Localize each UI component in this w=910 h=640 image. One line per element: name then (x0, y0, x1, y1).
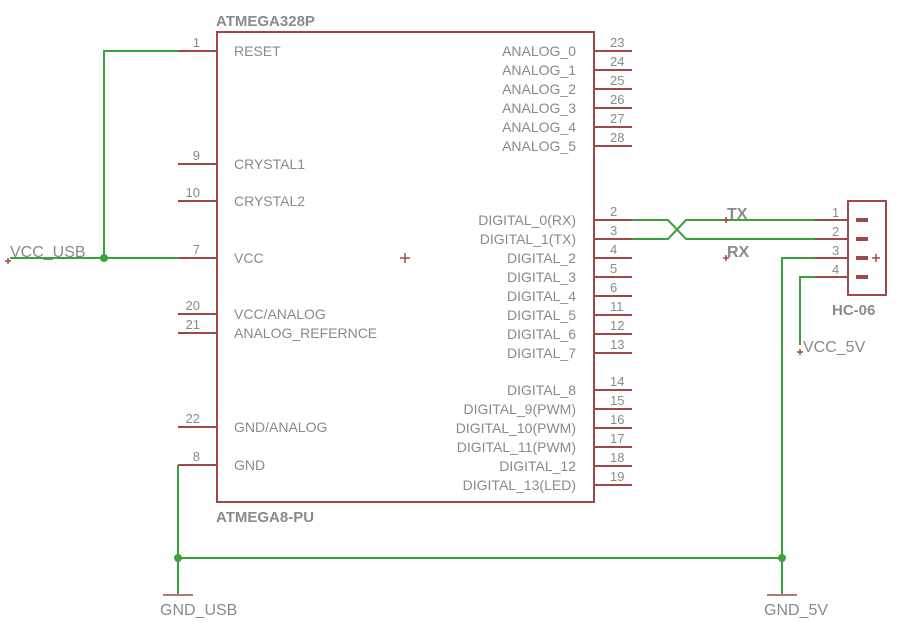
hc06-name: HC-06 (832, 302, 875, 319)
left-pin-number: 22 (186, 411, 200, 426)
junction-vcc (100, 254, 108, 262)
right-pin-number: 28 (610, 130, 624, 145)
net-gnd-usb: GND_USB (160, 602, 237, 619)
right-pin-label: DIGITAL_7 (507, 345, 576, 361)
right-pin-label: ANALOG_3 (502, 100, 576, 116)
right-pin-number: 19 (610, 469, 624, 484)
net-rx: RX (727, 244, 750, 261)
right-pin-label: ANALOG_4 (502, 119, 576, 135)
left-pin-label: GND/ANALOG (234, 419, 327, 435)
right-pin-number: 26 (610, 92, 624, 107)
right-pin-number: 3 (610, 223, 617, 238)
right-pin-number: 17 (610, 431, 624, 446)
right-pin-label: DIGITAL_5 (507, 307, 576, 323)
right-pin-number: 11 (610, 299, 624, 314)
chip-value: ATMEGA8-PU (216, 509, 314, 526)
hc06-pins: 1 2 3 4 (815, 205, 868, 279)
right-pin-label: DIGITAL_6 (507, 326, 576, 342)
right-pin-label: DIGITAL_10(PWM) (456, 420, 576, 436)
left-pin-label: VCC (234, 250, 264, 266)
chip-name: ATMEGA328P (216, 13, 315, 30)
wire-tx-cross (632, 219, 846, 240)
right-pin-label: DIGITAL_12 (499, 458, 576, 474)
right-pin-label: ANALOG_0 (502, 43, 576, 59)
right-pin-label: DIGITAL_0(RX) (478, 212, 576, 228)
right-pin-label: DIGITAL_11(PWM) (457, 439, 576, 455)
right-pin-number: 4 (610, 242, 617, 257)
left-pin-number: 7 (193, 242, 200, 257)
right-pin-label: DIGITAL_3 (507, 269, 576, 285)
right-pin-label: DIGITAL_1(TX) (480, 231, 576, 247)
right-pin-label: ANALOG_5 (502, 138, 576, 154)
junction-gnd-usb (174, 554, 182, 562)
right-pin-label: DIGITAL_4 (507, 288, 576, 304)
right-pin-number: 24 (610, 54, 624, 69)
left-pin-label: CRYSTAL1 (234, 156, 305, 172)
right-pin-number: 2 (610, 204, 617, 219)
left-pin-number: 10 (186, 185, 200, 200)
wire-reset (103, 50, 178, 258)
chip-right-pins: 23ANALOG_024ANALOG_125ANALOG_226ANALOG_3… (456, 35, 632, 493)
right-pin-number: 14 (610, 374, 624, 389)
right-pin-number: 16 (610, 412, 624, 427)
right-pin-number: 25 (610, 73, 624, 88)
left-pin-label: GND (234, 457, 265, 473)
right-pin-label: ANALOG_1 (502, 62, 576, 78)
hc06-pin-number: 4 (832, 262, 839, 277)
right-pin-label: ANALOG_2 (502, 81, 576, 97)
left-pin-label: CRYSTAL2 (234, 193, 305, 209)
left-pin-number: 21 (186, 317, 200, 332)
hc06-pin-number: 1 (832, 205, 839, 220)
left-pin-label: VCC/ANALOG (234, 306, 326, 322)
right-pin-number: 15 (610, 393, 624, 408)
right-pin-label: DIGITAL_9(PWM) (463, 401, 576, 417)
right-pin-number: 27 (610, 111, 624, 126)
net-vcc-5v: VCC_5V (803, 339, 866, 356)
net-gnd-5v: GND_5V (764, 602, 828, 619)
right-pin-number: 12 (610, 318, 624, 333)
right-pin-number: 5 (610, 261, 617, 276)
left-pin-number: 20 (186, 298, 200, 313)
right-pin-number: 23 (610, 35, 624, 50)
hc06-connector: 1 2 3 4 HC-06 (815, 200, 887, 319)
left-pin-label: ANALOG_REFERNCE (234, 325, 377, 341)
right-pin-number: 6 (610, 280, 617, 295)
left-pin-number: 9 (193, 148, 200, 163)
left-pin-number: 8 (193, 449, 200, 464)
net-tx: TX (727, 206, 748, 223)
net-vcc-usb: VCC_USB (10, 244, 86, 261)
right-pin-number: 13 (610, 337, 624, 352)
right-pin-label: DIGITAL_2 (507, 250, 576, 266)
right-pin-label: DIGITAL_8 (507, 382, 576, 398)
left-pin-number: 1 (193, 35, 200, 50)
left-pin-label: RESET (234, 43, 281, 59)
wires (10, 50, 846, 594)
right-pin-number: 18 (610, 450, 624, 465)
hc06-body (847, 200, 887, 296)
hc06-pin-number: 3 (832, 243, 839, 258)
hc06-pin-number: 2 (832, 224, 839, 239)
right-pin-label: DIGITAL_13(LED) (463, 477, 576, 493)
chip-body (216, 31, 595, 503)
